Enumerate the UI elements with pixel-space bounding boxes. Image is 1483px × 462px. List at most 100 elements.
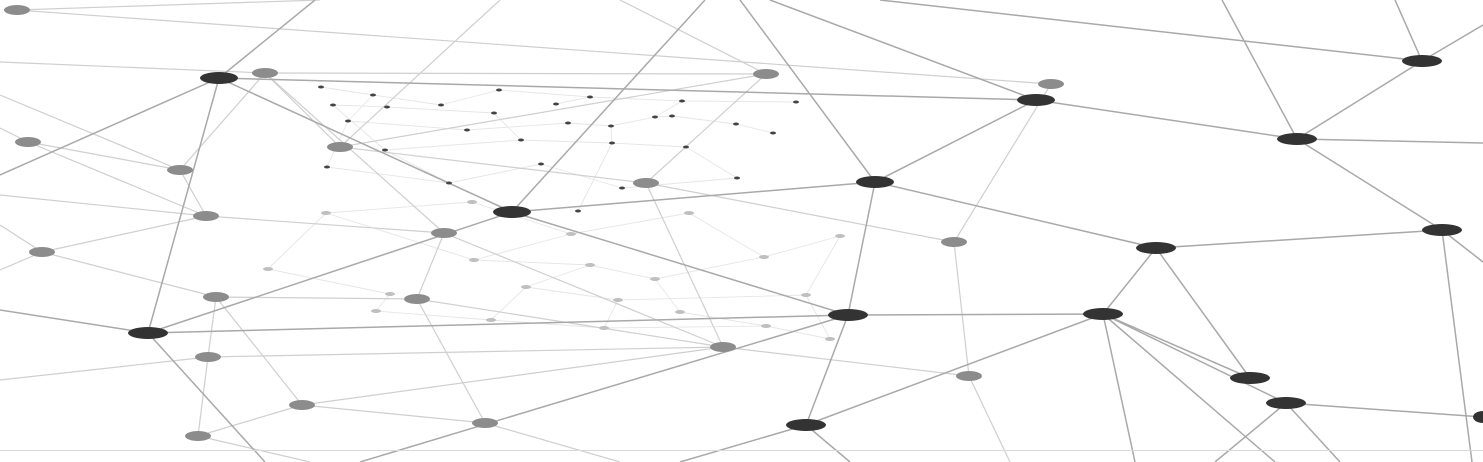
network-edge [953,83,1052,243]
mid-edge-layer [0,0,1052,462]
network-node [185,431,211,441]
network-node [835,234,845,238]
network-edge [207,296,217,358]
network-edge [416,232,445,300]
network-edge [603,325,767,329]
network-edge [416,298,724,348]
network-edge [0,194,207,217]
network-edge [511,0,706,213]
network-edge [218,77,513,213]
network-edge [0,309,149,334]
network-edge [1421,24,1483,62]
network-node [587,95,593,99]
network-node [566,232,576,236]
network-edge [765,325,831,340]
network-node [1266,397,1306,409]
network-edge [603,299,619,329]
network-node [321,211,331,215]
network-edge [473,259,591,266]
network-edge [325,212,475,261]
network-edge [763,235,841,258]
network-node [496,88,502,92]
network-edge [205,215,445,234]
network-node [609,141,615,145]
network-node [4,5,30,15]
network-edge [264,72,767,75]
network-edge [215,296,303,406]
network-edge [953,241,970,377]
network-node [29,247,55,257]
network-node [710,342,736,352]
network-node [669,114,675,118]
network-node [1422,224,1462,236]
network-node [193,211,219,221]
network-node [431,228,457,238]
network-edge [197,404,303,437]
network-node [652,115,658,119]
network-edge [264,72,341,148]
network-node [684,211,694,215]
network-node [252,68,278,78]
network-edge [589,96,683,102]
network-edge [1102,247,1157,315]
network-edge [443,232,724,348]
network-edge [722,346,970,377]
network-edge [332,104,386,151]
network-node [200,72,238,84]
network-edge [1035,99,1298,140]
network-edge [1155,247,1251,379]
network-node [491,111,497,115]
network-edge [1285,402,1341,462]
network-node [565,121,571,125]
network-edge [440,89,500,106]
network-edge [416,298,486,424]
network-edge [589,264,656,280]
network-edge [471,201,572,235]
network-edge [805,424,851,462]
network-edge [215,296,418,300]
network-edge [1441,229,1473,462]
network-node [761,324,771,328]
network-node [683,145,689,149]
network-node [793,100,799,104]
network-node [1017,94,1055,106]
network-node [438,103,444,107]
network-edge [968,375,1011,462]
network-edge [27,141,181,171]
network-node [770,131,776,135]
network-edge [498,89,591,98]
network-node [203,292,229,302]
network-edge [805,235,841,296]
network-edge [325,201,473,214]
network-edge [688,212,765,258]
network-node [404,294,430,304]
network-edge [1102,313,1276,462]
network-node [195,352,221,362]
network-edge [375,310,492,321]
network-node [599,326,609,330]
network-node [553,102,559,106]
network-edge [0,224,43,253]
network-edge [0,77,220,176]
network-node [128,327,168,339]
network-edge [520,139,613,144]
network-node [486,318,496,322]
network-edge [1296,60,1423,140]
network-node [585,263,595,267]
network-edge [147,314,849,334]
network-edge [847,313,1104,316]
network-edge [679,424,807,462]
network-edge [739,0,876,183]
network-edge [301,404,486,424]
network-node [446,181,452,185]
network-edge [218,77,1037,101]
network-edge [879,0,1423,62]
network-edge [0,61,266,74]
network-edge [805,313,1104,426]
network-edge [147,77,220,334]
network-node [384,105,390,109]
network-edge [555,96,591,105]
network-edge [207,346,724,358]
network-edge [769,0,1037,101]
network-edge [0,94,181,171]
